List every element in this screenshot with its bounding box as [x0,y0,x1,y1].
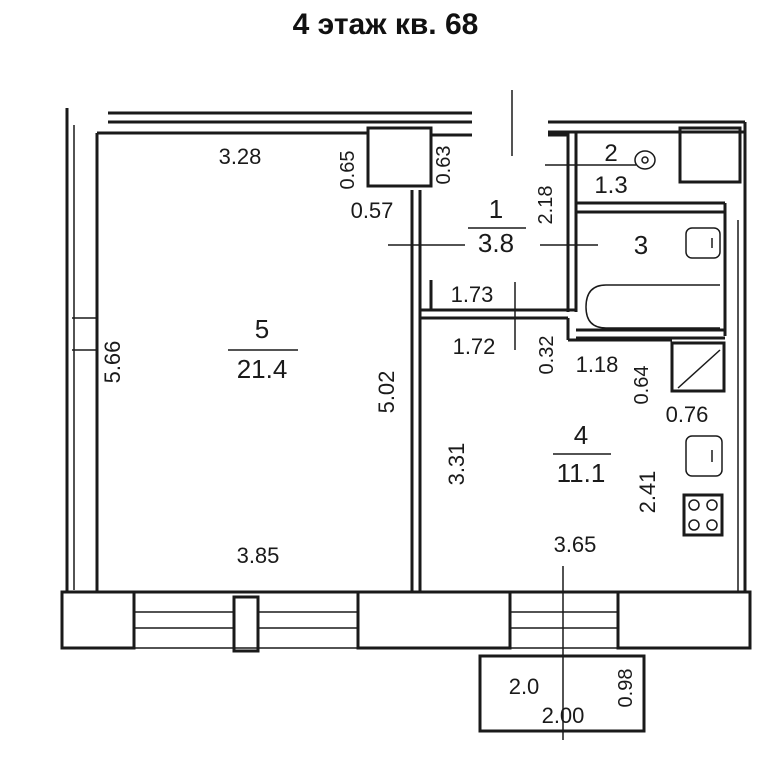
room-4-area: 11.1 [557,458,606,488]
dim-kitchen-right: 2.41 [635,471,660,514]
dim-hall-bottom: 1.73 [451,282,494,307]
dim-shaft-left: 0.65 [337,151,359,190]
room-2-walls [576,126,742,214]
dim-kitchen-bottom: 3.65 [554,532,597,557]
dim-room5-left: 5.66 [100,341,125,384]
dim-kitchen-left: 3.31 [444,443,469,486]
dimension-lines [72,90,636,740]
dim-shaft-right: 0.63 [433,146,455,185]
windows [60,590,752,653]
dim-room5-bottom: 3.85 [237,543,280,568]
room-1-number: 1 [489,194,503,224]
room-2-number: 2 [604,140,617,167]
room-4-walls [566,318,726,537]
vent-shaft [366,126,433,188]
dim-kitchen-niche-v: 0.64 [631,366,653,405]
dim-kitchen-notch-h: 1.18 [576,352,619,377]
balcony [478,654,646,733]
room-1-area: 3.8 [478,228,514,258]
dim-room5-top: 3.28 [219,144,262,169]
dim-kitchen-notch-v: 0.32 [536,336,558,375]
room-2-area: 1.3 [594,172,627,199]
room-4-number: 4 [574,420,588,450]
balcony-area: 2.0 [509,674,540,699]
dim-kitchen-niche-h: 0.76 [666,402,709,427]
dim-shaft-bottom: 0.57 [351,198,394,223]
room-3-number: 3 [634,230,648,260]
dim-balcony-depth: 0.98 [615,669,637,708]
dim-kitchen-top: 1.72 [453,334,496,359]
room-5-number: 5 [255,314,269,344]
room-5-area: 21.4 [237,354,288,384]
dim-balcony-width: 2.00 [542,703,585,728]
dim-hall-side: 2.18 [535,186,557,225]
room-1-walls [420,132,578,320]
room-5-walls [97,131,422,592]
plan-title: 4 этаж кв. 68 [292,8,479,41]
dim-room5-right: 5.02 [374,371,399,414]
room-3-walls [576,203,727,340]
